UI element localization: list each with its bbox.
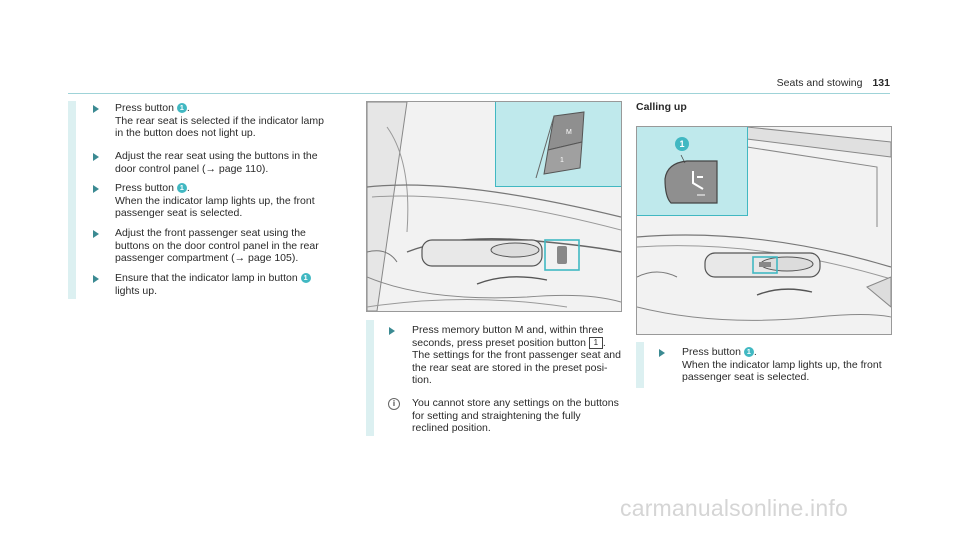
step-5: Ensure that the indicator lamp in button… bbox=[115, 272, 383, 297]
memory-button-m: M bbox=[566, 129, 572, 136]
section-subheading: Calling up bbox=[636, 101, 687, 113]
page-number: 131 bbox=[872, 77, 890, 89]
calling-up-figure: 1 bbox=[636, 126, 892, 335]
door-panel-figure: M 1 bbox=[366, 101, 622, 312]
callout-badge: 1 bbox=[675, 137, 689, 151]
step-2: Adjust the rear seat using the buttons i… bbox=[115, 150, 318, 175]
info-icon: i bbox=[388, 398, 400, 410]
callout-badge: 1 bbox=[176, 183, 187, 194]
step-arrow-icon bbox=[93, 275, 99, 283]
middle-step: Press memory button M and, within three … bbox=[412, 324, 621, 387]
seat-icon bbox=[692, 171, 704, 190]
watermark: carmanualsonline.info bbox=[620, 495, 848, 521]
step-bar bbox=[636, 342, 644, 388]
info-note: You cannot store any settings on the but… bbox=[412, 397, 619, 435]
callout-badge: 1 bbox=[300, 273, 311, 284]
step-arrow-icon bbox=[389, 327, 395, 335]
page-header: Seats and stowing 131 bbox=[636, 77, 890, 90]
button-inset: 1 bbox=[637, 127, 748, 216]
step-arrow-icon bbox=[93, 185, 99, 193]
memory-button-1: 1 bbox=[560, 157, 564, 164]
step-arrow-icon bbox=[659, 349, 665, 357]
step-3: Press button 1. When the indicator lamp … bbox=[115, 182, 315, 220]
header-rule bbox=[68, 93, 890, 94]
step-1: Press button 1. The rear seat is selecte… bbox=[115, 102, 324, 140]
callout-badge: 1 bbox=[176, 103, 187, 114]
section-title: Seats and stowing bbox=[776, 77, 863, 89]
step-arrow-icon bbox=[93, 230, 99, 238]
step-4: Adjust the front passenger seat using th… bbox=[115, 227, 319, 265]
calling-up-step: Press button 1. When the indicator lamp … bbox=[682, 346, 882, 384]
step-bar bbox=[68, 101, 76, 299]
callout-badge: 1 bbox=[743, 347, 754, 358]
button-inset: M 1 bbox=[495, 102, 621, 187]
button-highlight-box bbox=[544, 239, 580, 271]
step-arrow-icon bbox=[93, 153, 99, 161]
button-highlight-box bbox=[752, 256, 778, 274]
preset-key-icon: 1 bbox=[588, 336, 603, 349]
step-bar bbox=[366, 320, 374, 436]
step-arrow-icon bbox=[93, 105, 99, 113]
